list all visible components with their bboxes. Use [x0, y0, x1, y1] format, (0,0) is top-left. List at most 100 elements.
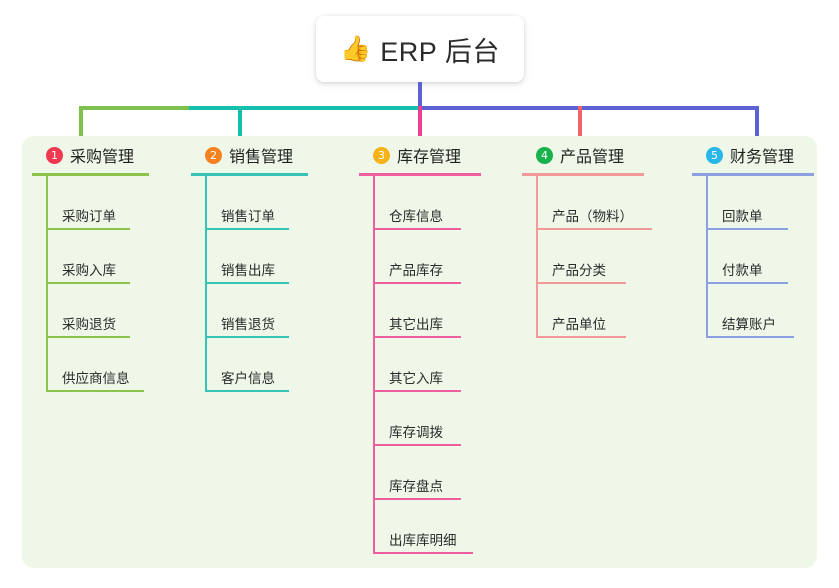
root-title: ERP 后台 [380, 36, 500, 67]
branch-title-5: 财务管理 [730, 149, 795, 166]
branch-column-3: 3 库存管理 仓库信息产品库存其它出库其它入库库存调拨库存盘点出库库明细 [359, 142, 529, 554]
leaf-spine [46, 338, 48, 392]
leaf-item[interactable]: 客户信息 [205, 338, 351, 392]
branch-badge-5: 5 [706, 146, 723, 164]
leaf-spine [373, 446, 375, 500]
branch-title-3: 库存管理 [397, 149, 462, 166]
leaf-label: 库存调拨 [389, 425, 443, 440]
leaf-rule [373, 282, 461, 284]
branch-badge-3: 3 [373, 146, 390, 164]
branch-header-2[interactable]: 2 销售管理 [191, 142, 351, 168]
branch-drop-4 [578, 106, 582, 142]
leaf-rule [706, 228, 788, 230]
leaf-item[interactable]: 出库库明细 [373, 500, 529, 554]
leaf-item[interactable]: 库存调拨 [373, 392, 529, 446]
leaf-rule [205, 228, 289, 230]
leaf-spine [706, 176, 708, 230]
leaf-item[interactable]: 回款单 [706, 176, 839, 230]
leaf-item[interactable]: 仓库信息 [373, 176, 529, 230]
leaf-item[interactable]: 采购订单 [46, 176, 192, 230]
leaf-label: 销售订单 [221, 209, 275, 224]
leaf-label: 产品库存 [389, 263, 443, 278]
leaf-label: 其它出库 [389, 317, 443, 332]
branch-column-2: 2 销售管理 销售订单销售出库销售退货客户信息 [191, 142, 351, 392]
leaf-item[interactable]: 库存盘点 [373, 446, 529, 500]
bus-segment-right [420, 106, 759, 110]
leaf-item[interactable]: 产品单位 [536, 284, 692, 338]
branch-header-5[interactable]: 5 财务管理 [692, 142, 839, 168]
leaf-rule [706, 336, 794, 338]
leaf-rule [205, 282, 289, 284]
leaf-rule [536, 282, 626, 284]
leaf-rule [46, 282, 130, 284]
branch-header-4[interactable]: 4 产品管理 [522, 142, 692, 168]
branch-items-2: 销售订单销售出库销售退货客户信息 [191, 176, 351, 392]
leaf-item[interactable]: 其它入库 [373, 338, 529, 392]
leaf-item[interactable]: 供应商信息 [46, 338, 192, 392]
leaf-spine [46, 284, 48, 338]
branch-items-3: 仓库信息产品库存其它出库其它入库库存调拨库存盘点出库库明细 [359, 176, 529, 554]
leaf-rule [706, 282, 788, 284]
leaf-rule [373, 336, 461, 338]
leaf-rule [205, 390, 289, 392]
leaf-spine [373, 500, 375, 554]
leaf-rule [373, 498, 461, 500]
leaf-label: 库存盘点 [389, 479, 443, 494]
leaf-item[interactable]: 销售退货 [205, 284, 351, 338]
leaf-label: 供应商信息 [62, 371, 130, 386]
leaf-rule [205, 336, 289, 338]
leaf-spine [373, 176, 375, 230]
leaf-label: 结算账户 [722, 317, 776, 332]
leaf-rule [373, 228, 461, 230]
branch-drop-1 [79, 106, 83, 142]
branch-title-2: 销售管理 [229, 149, 294, 166]
leaf-item[interactable]: 采购入库 [46, 230, 192, 284]
leaf-label: 采购订单 [62, 209, 116, 224]
branch-column-1: 1 采购管理 采购订单采购入库采购退货供应商信息 [32, 142, 192, 392]
leaf-spine [205, 338, 207, 392]
bus-segment-middle [189, 106, 420, 110]
leaf-rule [373, 444, 461, 446]
leaf-label: 采购退货 [62, 317, 116, 332]
branch-badge-2: 2 [205, 146, 222, 164]
leaf-item[interactable]: 产品分类 [536, 230, 692, 284]
branch-rule-1 [32, 173, 149, 176]
branch-header-3[interactable]: 3 库存管理 [359, 142, 529, 168]
branch-items-5: 回款单付款单结算账户 [692, 176, 839, 338]
leaf-label: 销售退货 [221, 317, 275, 332]
branch-rule-3 [359, 173, 481, 176]
leaf-label: 回款单 [722, 209, 763, 224]
leaf-item[interactable]: 结算账户 [706, 284, 839, 338]
leaf-label: 付款单 [722, 263, 763, 278]
leaf-rule [46, 228, 130, 230]
leaf-label: 销售出库 [221, 263, 275, 278]
leaf-item[interactable]: 销售出库 [205, 230, 351, 284]
leaf-rule [373, 390, 461, 392]
leaf-rule [46, 390, 144, 392]
branch-items-4: 产品（物料）产品分类产品单位 [522, 176, 692, 338]
branch-drop-3 [418, 106, 422, 142]
thumbs-up-icon: 👍 [340, 34, 372, 63]
branch-items-1: 采购订单采购入库采购退货供应商信息 [32, 176, 192, 392]
leaf-spine [373, 338, 375, 392]
leaf-rule [46, 336, 130, 338]
leaf-item[interactable]: 其它出库 [373, 284, 529, 338]
root-node[interactable]: 👍 ERP 后台 [316, 16, 524, 82]
leaf-item[interactable]: 销售订单 [205, 176, 351, 230]
leaf-item[interactable]: 产品（物料） [536, 176, 692, 230]
diagram-panel [22, 136, 817, 568]
leaf-spine [373, 284, 375, 338]
branch-badge-4: 4 [536, 146, 553, 164]
branch-rule-2 [191, 173, 308, 176]
leaf-label: 出库库明细 [389, 533, 457, 548]
leaf-spine [536, 230, 538, 284]
leaf-rule [373, 552, 473, 554]
leaf-item[interactable]: 产品库存 [373, 230, 529, 284]
branch-header-1[interactable]: 1 采购管理 [32, 142, 192, 168]
leaf-label: 客户信息 [221, 371, 275, 386]
leaf-item[interactable]: 付款单 [706, 230, 839, 284]
leaf-label: 采购入库 [62, 263, 116, 278]
leaf-item[interactable]: 采购退货 [46, 284, 192, 338]
branch-badge-1: 1 [46, 146, 63, 164]
leaf-rule [536, 228, 652, 230]
